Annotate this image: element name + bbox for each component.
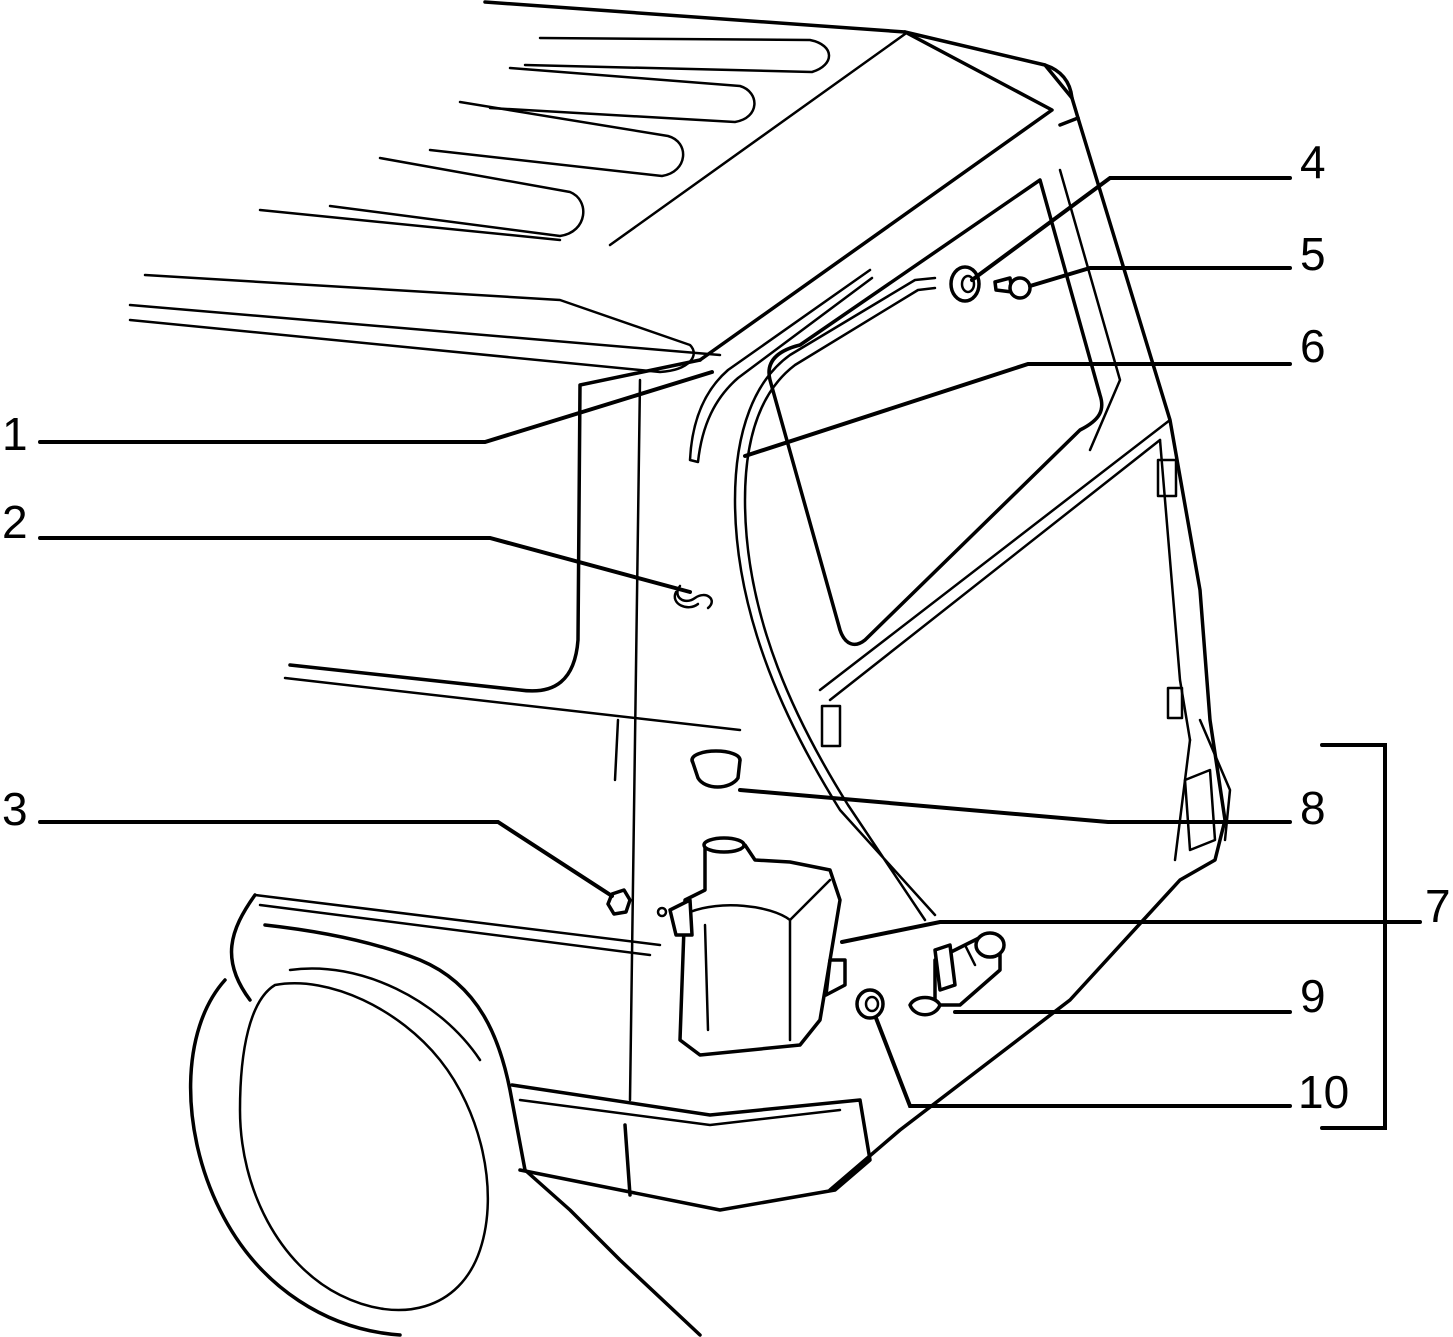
vehicle-body: [128, 0, 1232, 1337]
callout-4: 4: [1300, 136, 1326, 188]
grommet-part: [949, 265, 981, 303]
hose-section-part: [688, 268, 874, 464]
callout-3: 3: [2, 783, 28, 835]
washer-hose-part: [733, 276, 937, 922]
callout-6: 6: [1300, 320, 1326, 372]
hose-clip-part: [673, 584, 713, 610]
nozzle-part: [993, 276, 1032, 300]
callout-9: 9: [1300, 970, 1326, 1022]
pump-grommet-part: [855, 988, 885, 1020]
callout-5: 5: [1300, 228, 1326, 280]
callout-8: 8: [1300, 782, 1326, 834]
reservoir-cap-part: [690, 749, 742, 789]
callout-10: 10: [1298, 1066, 1349, 1118]
callout-2: 2: [2, 496, 28, 548]
callout-1: 1: [2, 408, 28, 460]
washer-reservoir-part: [656, 836, 847, 1057]
callout-7: 7: [1425, 880, 1451, 932]
washer-pump-part: [908, 931, 1006, 1017]
leader-lines: [38, 176, 1422, 1130]
